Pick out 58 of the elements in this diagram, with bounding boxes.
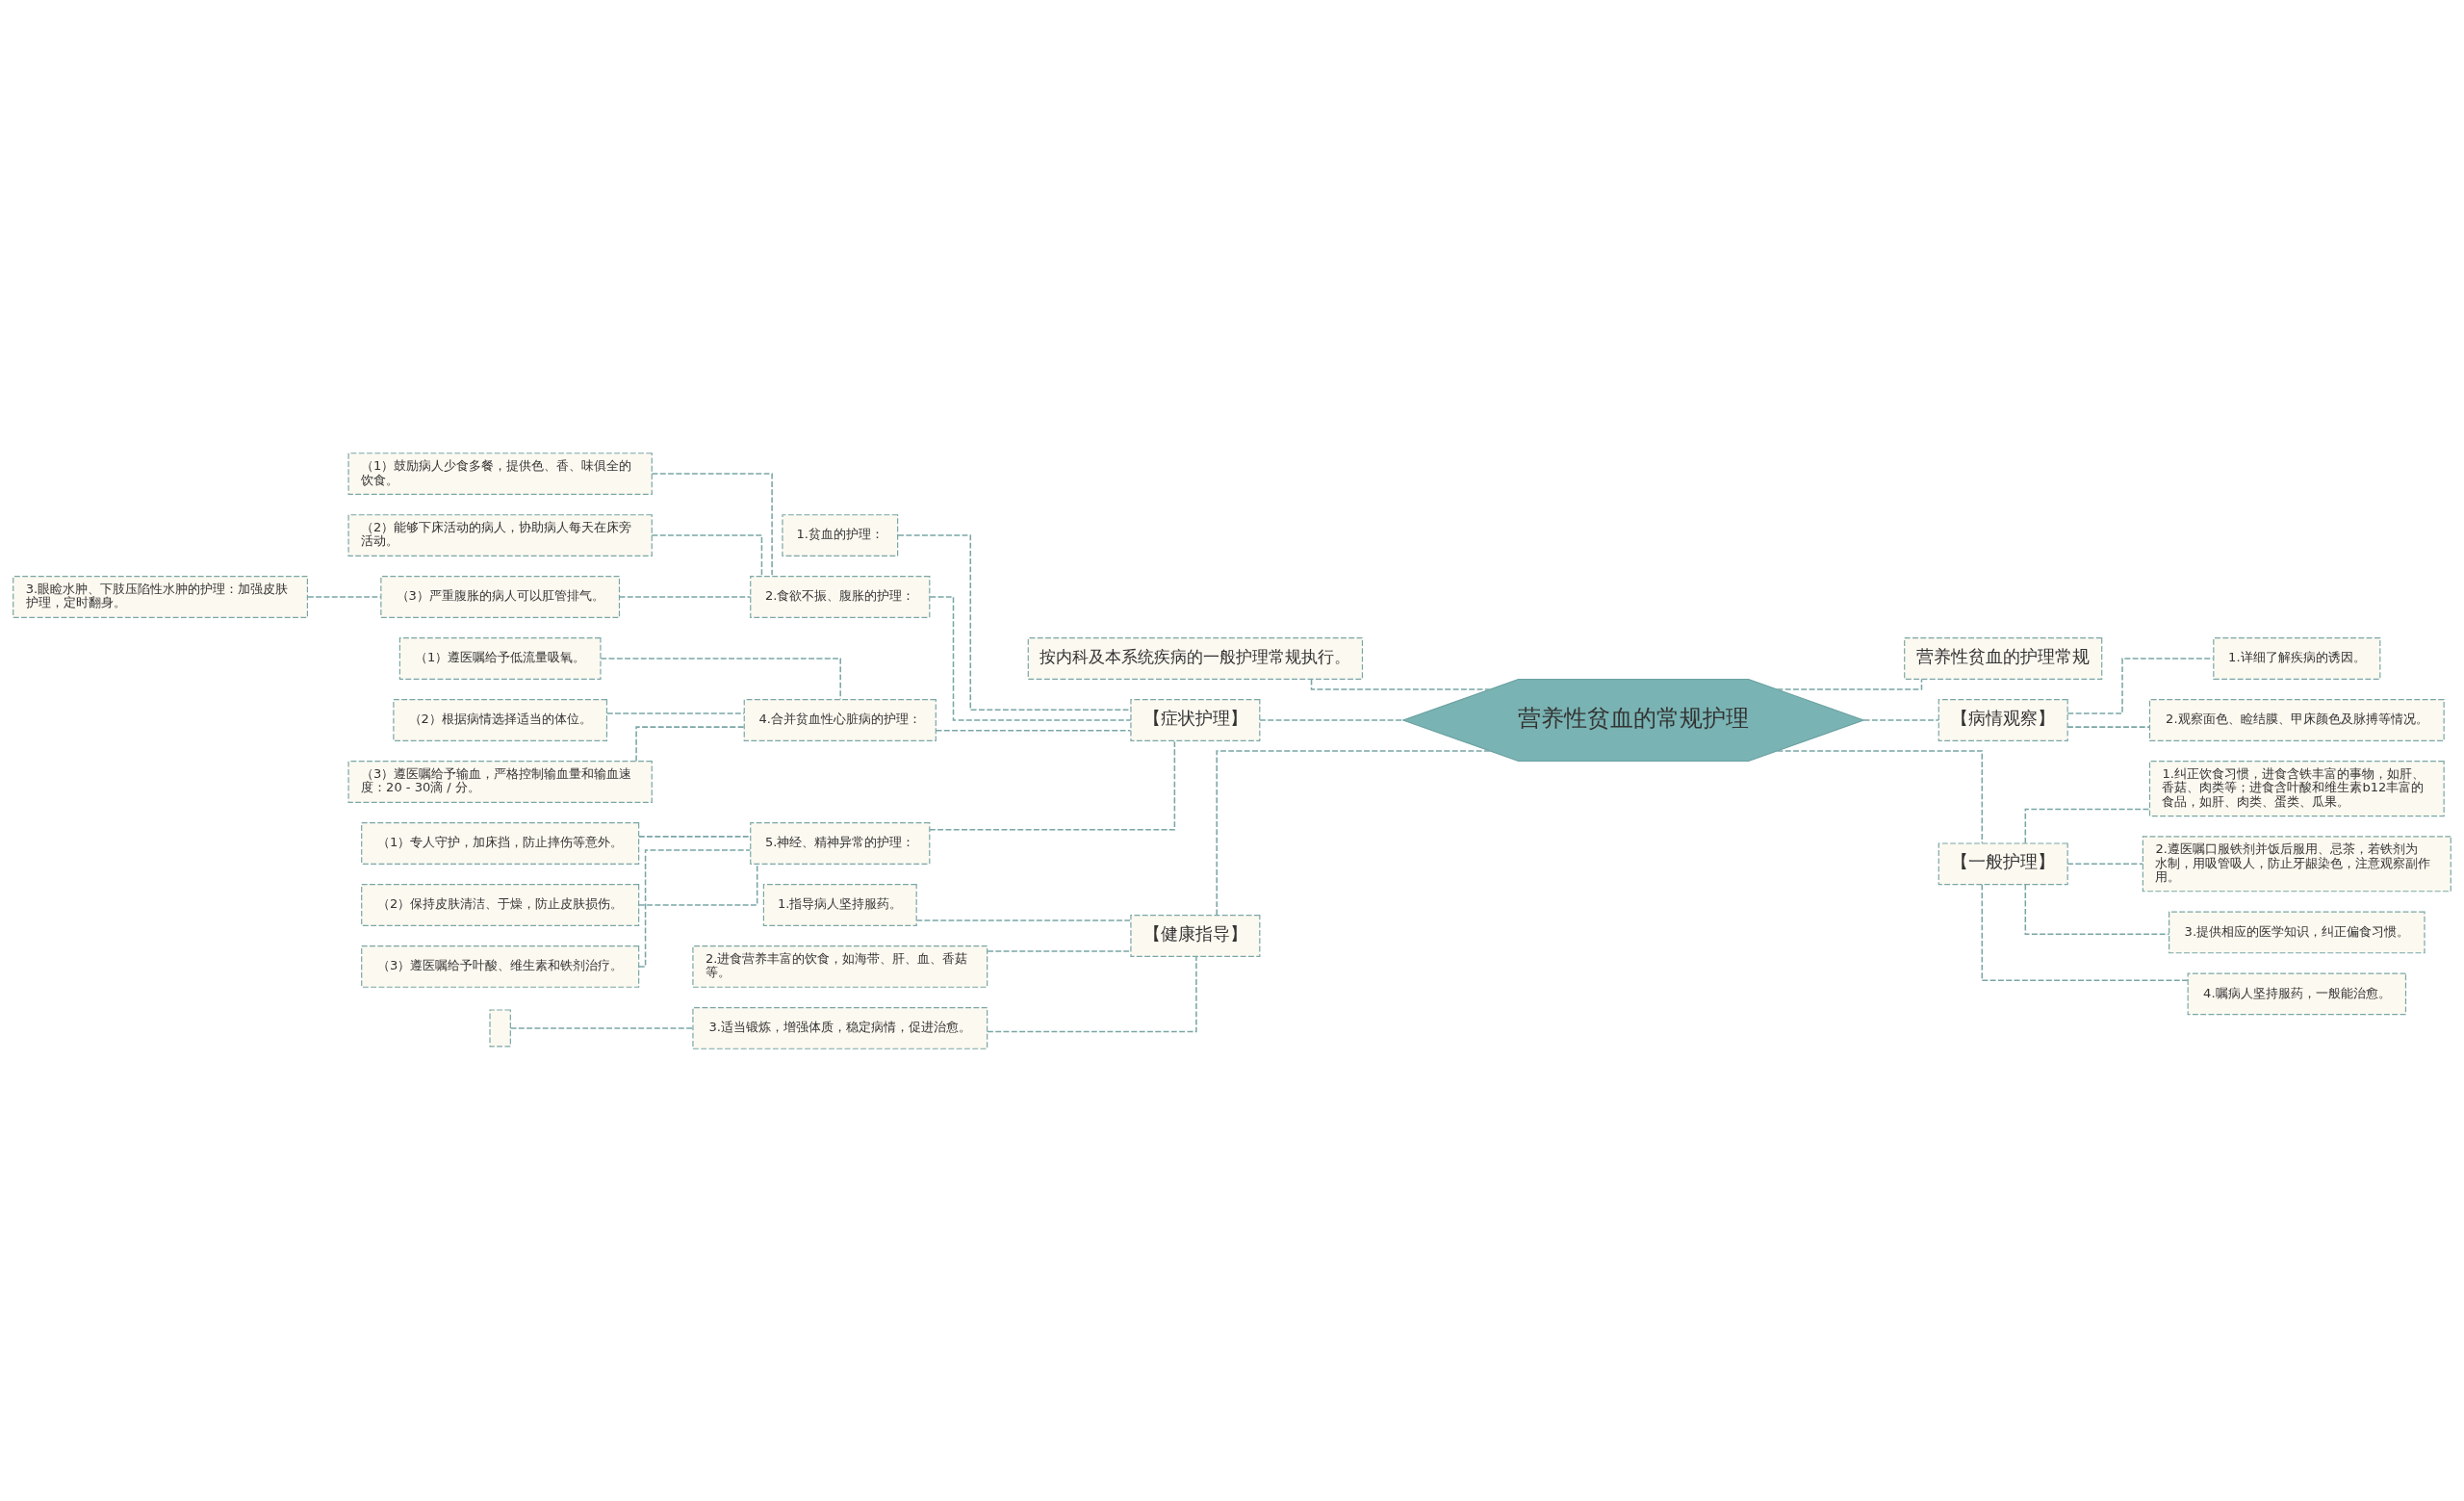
connector [1776, 678, 1923, 690]
node-box: （2）根据病情选择适当的体位。 [393, 698, 608, 741]
node-box: 【病情观察】 [1938, 698, 2068, 741]
connector [1862, 718, 1939, 721]
node-box: 5.神经、精神异常的护理： [750, 821, 931, 865]
connector [600, 657, 841, 700]
node-box: （1）专人守护，加床挡，防止摔伤等意外。 [361, 821, 640, 865]
connector [929, 595, 1132, 721]
node-box: 3.提供相应的医学知识，纠正偏食习惯。 [2169, 911, 2426, 953]
connector [638, 835, 752, 838]
node-box: 【一般护理】 [1938, 841, 2068, 885]
connector [637, 848, 752, 968]
connector [1216, 749, 1491, 916]
node-box: 【健康指导】 [1130, 914, 1261, 957]
connector [1310, 678, 1491, 690]
node-box: （2）保持皮肤清洁、于燥，防止皮肤损伤。 [361, 883, 640, 926]
connector [929, 739, 1176, 831]
node-box: （1）遵医嘱给予低流量吸氧。 [398, 636, 602, 680]
node-box: 1.指导病人坚持服药。 [762, 883, 917, 926]
node-box: 营养性贫血的护理常规 [1904, 636, 2103, 680]
connector [307, 595, 382, 598]
connector [651, 472, 773, 577]
node-box: 1.贫血的护理： [782, 513, 899, 556]
connector [618, 595, 752, 598]
node-box: 2.观察面色、睑结膜、甲床颜色及脉搏等情况。 [2148, 698, 2445, 741]
connector [935, 729, 1132, 731]
connector [1259, 718, 1404, 721]
node-box: （3）严重腹胀的病人可以肛管排气。 [380, 575, 621, 618]
node-box: 2.遵医嘱口服铁剂并饭后服用、忌茶，若铁剂为水制，用吸管吸人，防止牙龈染色，注意观察副作用。 [2142, 835, 2451, 892]
connector [915, 919, 1132, 921]
node-box: （1）鼓励病人少食多餐，提供色、香、味俱全的饮食。 [347, 452, 653, 495]
node-box: （3）遵医嘱给予输血，严格控制输血量和输血速度：20 - 30滴 / 分。 [347, 760, 653, 803]
connector [509, 1026, 694, 1029]
connector [987, 955, 1197, 1032]
connector [651, 533, 763, 577]
node-box: 按内科及本系统疾病的一般护理常规执行。 [1027, 636, 1364, 680]
connector [635, 725, 745, 762]
node-box: 3.眼睑水肿、下肢压陷性水肿的护理：加强皮肤护理，定时翻身。 [13, 575, 308, 618]
connector [637, 863, 758, 906]
node-box: 4.嘱病人坚持服药，一般能治愈。 [2187, 971, 2407, 1015]
connector [2024, 883, 2170, 935]
node-box: 1.详细了解疾病的诱因。 [2213, 636, 2381, 680]
node-box: 2.食欲不振、腹胀的护理： [750, 575, 931, 618]
node-box: 2.进食营养丰富的饮食，如海带、肝、血、香菇等。 [692, 945, 988, 988]
node-box [489, 1008, 511, 1047]
node-box: （2）能够下床活动的病人，协助病人每天在床旁活动。 [347, 513, 653, 556]
connector [2024, 808, 2151, 844]
node-box: 1.纠正饮食习惯，进食含铁丰富的事物，如肝、香菇、肉类等；进食含叶酸和维生素b12丰富的食品，如肝、肉类、蛋类、瓜果。 [2148, 760, 2445, 816]
connector [987, 949, 1132, 952]
connector [2066, 725, 2150, 728]
node-box: （3）遵医嘱给予叶酸、维生素和铁剂治疗。 [361, 945, 640, 988]
connector [1981, 883, 2189, 981]
node-box: 3.适当锻炼，增强体质，稳定病情，促进治愈。 [692, 1006, 988, 1049]
connector [606, 712, 745, 714]
node-box: 【症状护理】 [1130, 698, 1261, 741]
connector [2066, 863, 2143, 865]
node-box: 4.合并贫血性心脏病的护理： [743, 698, 937, 741]
connector [1776, 749, 1984, 844]
